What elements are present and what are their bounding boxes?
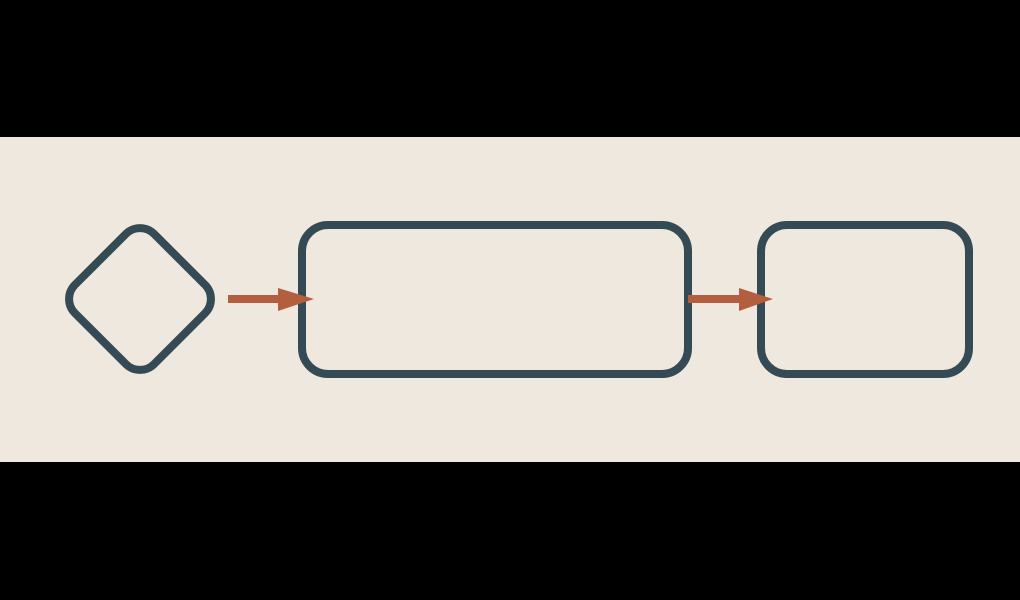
canvas-background — [0, 137, 1020, 462]
decision-diamond-shape — [65, 224, 215, 374]
edge-process-to-end — [688, 288, 773, 311]
arrow-right-icon — [739, 288, 773, 311]
diagram-canvas — [0, 137, 1020, 462]
letterbox-bottom — [0, 462, 1020, 600]
flowchart — [0, 137, 1020, 462]
arrow-right-icon — [278, 288, 314, 311]
decision-node — [65, 224, 215, 374]
letterbox-top — [0, 0, 1020, 137]
edge-decision-to-process — [228, 288, 314, 311]
